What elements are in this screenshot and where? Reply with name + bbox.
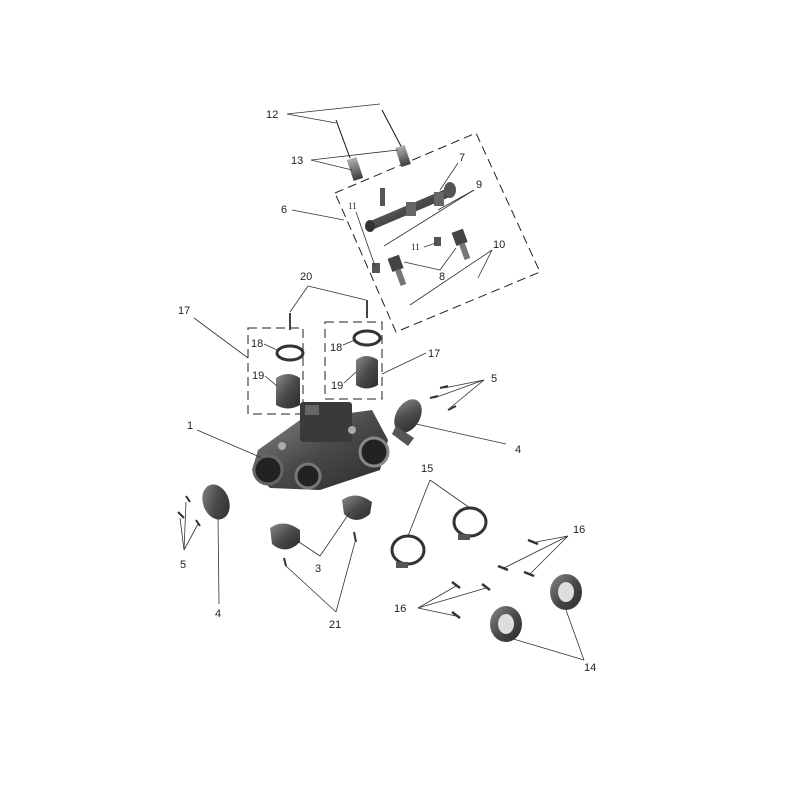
label-19-right: 19 [331,380,343,392]
label-3: 3 [315,563,321,575]
hose-clamps [390,506,488,568]
label-17-right: 17 [428,348,440,360]
label-17-left: 17 [178,305,190,317]
fuel-rail [365,182,456,232]
flange-bolts [451,538,539,619]
fuel-injectors [387,228,471,287]
label-16-left: 16 [394,603,406,615]
label-14: 14 [584,662,596,674]
left-boot-group-box [247,327,304,415]
label-18-left: 18 [251,338,263,350]
long-bolt-pair [335,109,403,159]
right-boot-group-box [324,321,383,400]
end-covers [202,399,422,520]
leader-lines [179,103,585,661]
label-10: 10 [493,239,505,251]
label-16-right: 16 [573,524,585,536]
label-13: 13 [291,155,303,167]
label-11-left: 11 [348,201,357,211]
injector-clips [372,237,441,273]
label-1: 1 [187,420,193,432]
throttle-half-shells [270,495,372,550]
label-5-left: 5 [180,559,186,571]
spacer-pair [346,144,411,182]
boot-screws [289,300,368,330]
label-18-right: 18 [330,342,342,354]
label-12: 12 [266,109,278,121]
label-6: 6 [281,204,287,216]
fuel-rail-group-box [334,132,541,333]
label-15: 15 [421,463,433,475]
label-5-right: 5 [491,373,497,385]
intake-flanges [490,574,582,642]
label-11-right: 11 [411,242,420,252]
shell-screws [283,531,357,567]
cover-screws [177,385,457,527]
label-8: 8 [439,271,445,283]
part-labels: 12 13 7 9 6 11 11 10 8 20 17 17 18 18 19… [178,109,596,674]
label-21: 21 [329,619,341,631]
label-4-right: 4 [515,444,521,456]
label-9: 9 [476,179,482,191]
clamp-rings [275,329,382,362]
label-19-left: 19 [252,370,264,382]
label-7: 7 [459,152,465,164]
label-4-left: 4 [215,608,221,620]
intake-boots [276,356,378,409]
label-20: 20 [300,271,312,283]
throttle-body [252,402,390,490]
